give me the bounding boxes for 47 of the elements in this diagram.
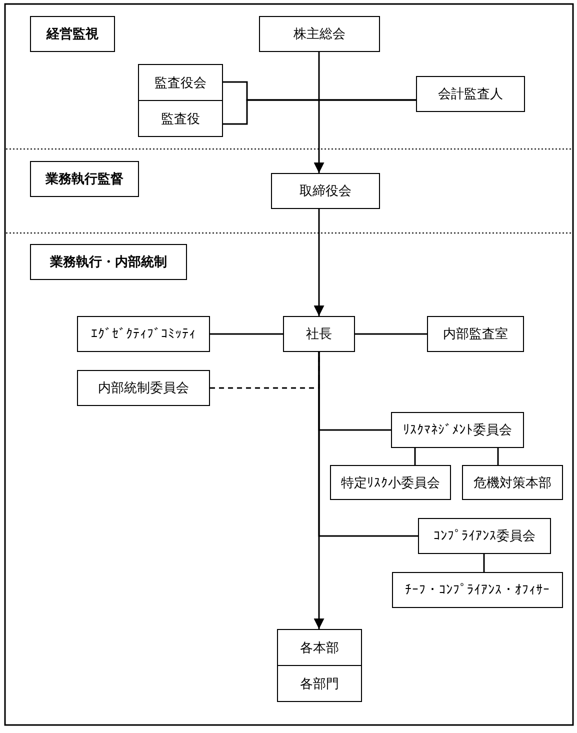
org-box (271, 173, 380, 209)
node-label: 内部統制委員会 (98, 380, 189, 397)
node-label: ﾘｽｸﾏﾈｼﾞﾒﾝﾄ委員会 (403, 422, 512, 439)
org-box (138, 64, 223, 101)
node-label: 取締役会 (300, 183, 352, 200)
node-label: ｴｸﾞｾﾞｸﾃｨﾌﾞｺﾐｯﾃｨ (91, 326, 196, 342)
node-label: 業務執行・内部統制 (50, 254, 167, 271)
org-box (259, 16, 380, 52)
org-box (77, 370, 210, 406)
node-label: ﾁｰﾌ・ｺﾝﾌﾟﾗｲｱﾝｽ・ｵﾌｨｻｰ (405, 582, 550, 598)
connector-line (414, 448, 416, 465)
section-label-box (30, 244, 187, 280)
connector-line (355, 333, 427, 335)
node-label: 社長 (306, 326, 332, 343)
org-box (330, 465, 451, 500)
section-label-box (30, 16, 115, 52)
org-box (391, 412, 524, 448)
org-box (77, 316, 210, 352)
org-box (277, 665, 362, 702)
node-label: 監査役会 (154, 74, 206, 92)
connector-line (210, 333, 283, 335)
node-label: 業務執行監督 (46, 171, 124, 188)
connector-line (223, 99, 416, 125)
node-label: 内部監査室 (443, 326, 508, 343)
connector-line (483, 554, 485, 572)
org-box (427, 316, 524, 352)
org-box (138, 100, 223, 137)
node-label: 経営監視 (46, 26, 98, 43)
node-label: 各部門 (300, 676, 339, 692)
section-label-box (30, 161, 139, 197)
node-label: 特定ﾘｽｸ小委員会 (341, 474, 440, 492)
org-box (392, 572, 563, 608)
node-label: ｺﾝﾌﾟﾗｲｱﾝｽ委員会 (434, 528, 536, 545)
arrow (314, 209, 324, 316)
node-label: 株主総会 (294, 26, 346, 43)
node-label: 監査役 (161, 110, 200, 128)
connector-line (497, 448, 499, 465)
org-box (277, 629, 362, 666)
org-box (283, 316, 355, 352)
node-label: 会計監査人 (438, 86, 503, 103)
arrow (314, 352, 324, 629)
arrow (314, 52, 324, 173)
node-label: 危機対策本部 (474, 474, 552, 492)
org-box (462, 465, 563, 500)
node-label: 各本部 (300, 640, 339, 656)
org-box (418, 518, 551, 554)
org-box (416, 76, 525, 112)
